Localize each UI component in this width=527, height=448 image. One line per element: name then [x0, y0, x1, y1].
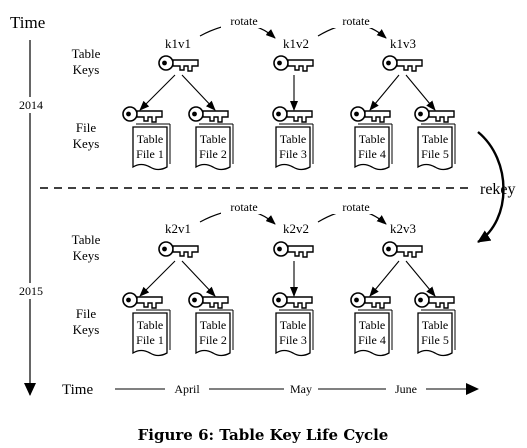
file-label: File 1 — [136, 147, 164, 161]
file-key-icon — [188, 106, 229, 123]
file-label: Table — [359, 318, 385, 332]
table-keys-label: Keys — [73, 62, 100, 77]
rotate-label: rotate — [230, 200, 257, 214]
table-key-label: k1v3 — [390, 36, 416, 51]
section-2015: Table Keys File Keys k2v1 k2v2 k2v3 rota… — [72, 199, 456, 357]
file-key-icon — [272, 106, 313, 123]
month-label: May — [290, 382, 312, 396]
file-label: File 3 — [279, 147, 307, 161]
table-key-label: k2v3 — [390, 221, 416, 236]
file-key-icon — [188, 292, 229, 309]
file-label: Table — [280, 318, 306, 332]
rekey-arrow — [477, 131, 505, 244]
table-key-icon — [158, 241, 199, 258]
file-key-icon — [272, 292, 313, 309]
file-keys-label: File — [76, 120, 96, 135]
year-label-2014: 2014 — [19, 98, 43, 112]
file-label: File 1 — [136, 333, 164, 347]
figure-caption: Figure 6: Table Key Life Cycle — [138, 426, 389, 444]
table-key-icon — [273, 55, 314, 72]
table-key-icon — [158, 55, 199, 72]
file-label: Table — [137, 318, 163, 332]
month-label: June — [395, 382, 417, 396]
table-key-label: k2v2 — [283, 221, 309, 236]
table-key-label: k1v1 — [165, 36, 191, 51]
file-label: File 4 — [358, 333, 386, 347]
file-keys-label: Keys — [73, 136, 100, 151]
table-keys-label: Keys — [73, 248, 100, 263]
file-keys-label: Keys — [73, 322, 100, 337]
file-key-icon — [122, 292, 163, 309]
section-2014: Table Keys File Keys k1v1 k1v2 k1v3 rota… — [72, 13, 456, 171]
file-label: File 2 — [199, 147, 227, 161]
table-key-icon — [382, 241, 423, 258]
file-keys-label: File — [76, 306, 96, 321]
file-label: File 3 — [279, 333, 307, 347]
file-label: Table — [359, 132, 385, 146]
time-axis-label: Time — [10, 13, 45, 32]
file-label: Table — [280, 132, 306, 146]
table-key-label: k2v1 — [165, 221, 191, 236]
table-keys-label: Table — [72, 232, 101, 247]
rotate-label: rotate — [230, 14, 257, 28]
file-label: Table — [200, 132, 226, 146]
file-label: File 4 — [358, 147, 386, 161]
file-label: Table — [422, 132, 448, 146]
month-label: April — [174, 382, 200, 396]
year-label-2015: 2015 — [19, 284, 43, 298]
table-key-label: k1v2 — [283, 36, 309, 51]
rotate-label: rotate — [342, 200, 369, 214]
file-key-icon — [122, 106, 163, 123]
table-key-icon — [273, 241, 314, 258]
file-label: Table — [137, 132, 163, 146]
file-label: File 5 — [421, 333, 449, 347]
file-label: File 5 — [421, 147, 449, 161]
table-keys-label: Table — [72, 46, 101, 61]
bottom-time-label: Time — [62, 382, 93, 398]
table-key-icon — [382, 55, 423, 72]
rotate-label: rotate — [342, 14, 369, 28]
file-label: File 2 — [199, 333, 227, 347]
file-label: Table — [200, 318, 226, 332]
rekey-label: rekey — [480, 181, 516, 198]
file-label: Table — [422, 318, 448, 332]
bottom-time-axis: Time April May June — [62, 380, 479, 398]
